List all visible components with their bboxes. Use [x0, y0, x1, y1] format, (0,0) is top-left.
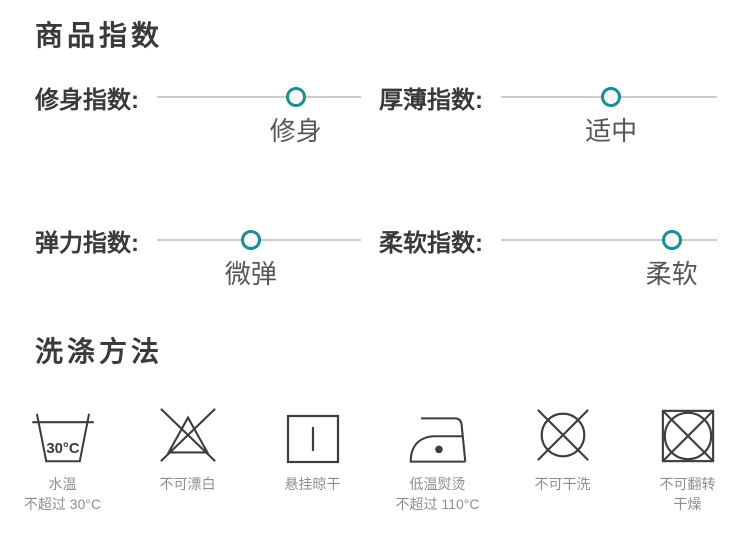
care-label: 不可翻转 干燥	[659, 476, 716, 512]
hang-dry-icon	[286, 414, 339, 464]
care-item-hang-dry: 悬挂晾干	[250, 403, 375, 514]
care-label: 水温 不超过 30°C	[23, 476, 102, 512]
slider-knob[interactable]	[240, 230, 261, 250]
do-not-bleach-icon	[159, 408, 216, 462]
slider-value-label: 修身	[269, 116, 322, 146]
care-item-no-tumble-dry: 不可翻转 干燥	[625, 403, 750, 514]
care-symbols-row: 30°C 水温 不超过 30°C 不可漂白	[0, 403, 750, 514]
index-label: 厚薄指数:	[379, 86, 483, 114]
care-item-no-bleach: 不可漂白	[125, 403, 250, 514]
index-item-softness: 柔软指数: 柔软	[376, 227, 717, 289]
care-item-no-dry-clean: 不可干洗	[500, 403, 625, 514]
index-label: 修身指数:	[35, 86, 139, 114]
index-label: 弹力指数:	[35, 229, 139, 257]
slider-knob[interactable]	[661, 230, 682, 250]
washing-method-title: 洗涤方法	[35, 336, 164, 367]
index-row-1: 修身指数: 修身 厚薄指数: 适中	[0, 84, 750, 146]
slider-value-label: 柔软	[645, 259, 698, 289]
care-label: 不可漂白	[159, 476, 216, 492]
slim-fit-slider: 修身	[157, 84, 361, 146]
thickness-slider: 适中	[501, 84, 717, 146]
index-item-thickness: 厚薄指数: 适中	[376, 84, 717, 146]
care-item-wash-temp: 30°C 水温 不超过 30°C	[0, 403, 125, 514]
care-label: 悬挂晾干	[284, 476, 341, 492]
do-not-tumble-dry-icon	[661, 409, 714, 463]
index-item-slim-fit: 修身指数: 修身	[35, 84, 376, 146]
slider-knob[interactable]	[285, 87, 306, 107]
index-item-elasticity: 弹力指数: 微弹	[35, 227, 376, 289]
care-label: 不可干洗	[534, 476, 591, 492]
softness-slider: 柔软	[501, 227, 717, 289]
care-label: 低温熨烫 不超过 110°C	[395, 476, 480, 512]
slider-track	[157, 96, 361, 98]
slider-value-label: 微弹	[224, 259, 277, 289]
slider-value-label: 适中	[585, 116, 638, 146]
do-not-dry-clean-icon	[536, 409, 589, 461]
index-row-2: 弹力指数: 微弹 柔软指数: 柔软	[0, 227, 750, 289]
product-index-title: 商品指数	[35, 20, 164, 51]
iron-low-heat-icon	[409, 417, 466, 463]
index-label: 柔软指数:	[379, 229, 483, 257]
elasticity-slider: 微弹	[157, 227, 361, 289]
product-index-grid: 修身指数: 修身 厚薄指数: 适中 弹力指数:	[0, 84, 750, 289]
slider-track	[501, 239, 717, 241]
slider-knob[interactable]	[601, 87, 622, 107]
svg-text:30°C: 30°C	[46, 441, 79, 457]
care-item-iron-low: 低温熨烫 不超过 110°C	[375, 403, 500, 514]
wash-temp-30-icon: 30°C	[31, 413, 94, 463]
